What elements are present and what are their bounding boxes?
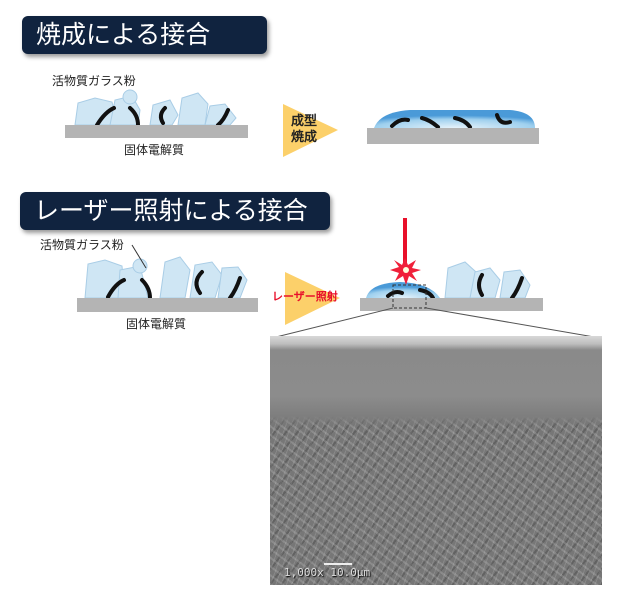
scale-bar [324,563,352,565]
laser-beam [403,218,407,264]
solid-electrolyte-1 [65,125,248,138]
arrow-laser [285,272,340,325]
conductive-fibers-3 [106,270,242,300]
solid-electrolyte-2 [367,128,539,144]
arrow-label-laser: レーザー照射 [272,290,338,303]
sem-micrograph: 1,000x 10.0μm [270,336,602,585]
laser-melt-dome [366,282,440,298]
conductive-fibers-4 [386,273,524,300]
section2-title: レーザー照射による接合 [20,192,330,230]
arrow-label-line2: 焼成 [291,130,318,145]
sem-caption: 1,000x 10.0μm [284,566,371,579]
powder-label-1: 活物質ガラス粉 [52,74,136,88]
conductive-fibers-2 [390,113,512,129]
zoom-line-right [425,307,601,339]
powder-label-2: 活物質ガラス粉 [40,238,124,252]
arrow-sinter [283,104,338,157]
zoom-region-box [392,284,427,309]
zoom-line-left [271,307,394,339]
pointer-line [131,244,147,269]
arrow-label-line1: 成型 [291,114,318,129]
substrate-label-2: 固体電解質 [126,317,187,331]
laser-spot-core [403,267,409,273]
solid-electrolyte-3 [77,298,258,312]
substrate-label-1: 固体電解質 [124,143,185,157]
arrow-label-sinter: 成型 焼成 [291,114,317,146]
section1-title: 焼成による接合 [22,16,267,54]
powder-particles-3 [444,261,531,299]
conductive-fibers-1 [95,106,230,127]
